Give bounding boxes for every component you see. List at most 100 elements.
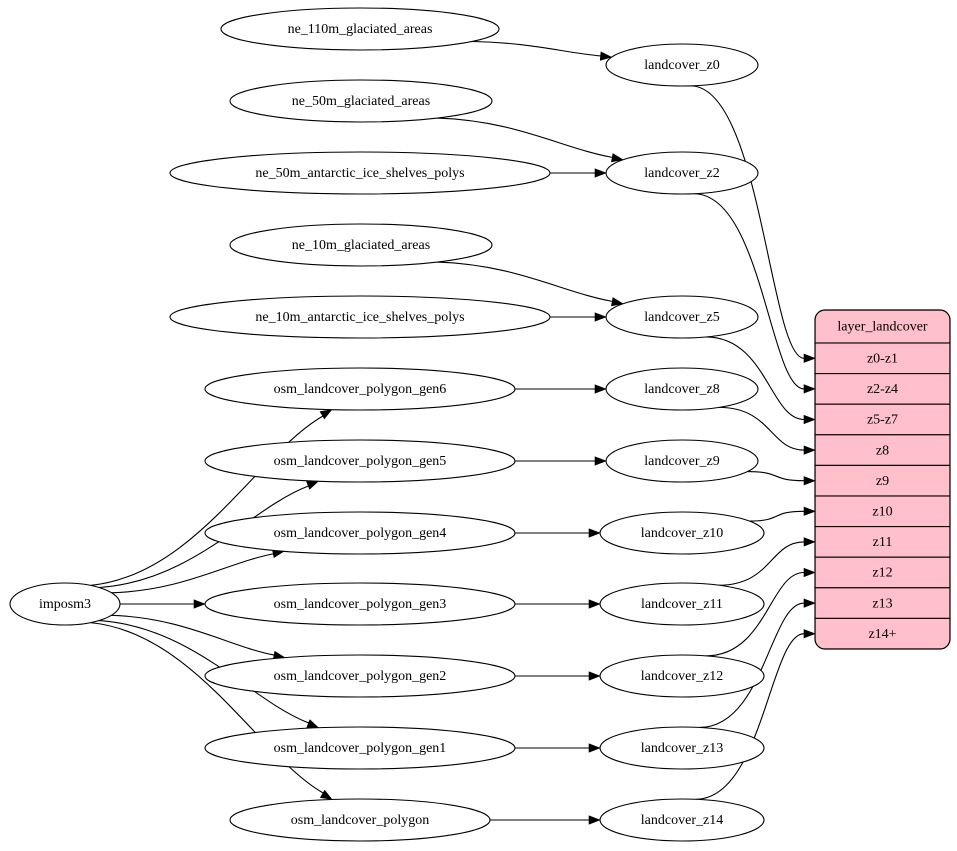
node-label-osm_landcover_polygon_gen6: osm_landcover_polygon_gen6 [274, 382, 447, 397]
node-label-landcover_z12: landcover_z12 [641, 669, 723, 684]
node-landcover_z12[interactable]: landcover_z12 [599, 654, 765, 698]
table-row-z0-z1[interactable] [815, 342, 950, 375]
edge-arrowhead [611, 153, 624, 163]
node-shape-osm_landcover_polygon_gen3 [204, 582, 516, 626]
node-osm_landcover_polygon_gen5[interactable]: osm_landcover_polygon_gen5 [204, 439, 516, 483]
table-row-z9[interactable] [815, 464, 950, 497]
edge-arrowhead [803, 598, 816, 608]
edge-arrowhead [803, 476, 816, 486]
node-shape-imposm3 [9, 582, 121, 626]
node-label-osm_landcover_polygon_gen3: osm_landcover_polygon_gen3 [274, 597, 447, 612]
edge-arrowhead [306, 719, 320, 729]
node-shape-landcover_z9 [605, 439, 759, 483]
node-shape-ne_50m_glaciated_areas [229, 79, 493, 123]
node-label-landcover_z5: landcover_z5 [644, 310, 719, 325]
node-shape-landcover_z0 [605, 43, 759, 87]
edge-arrowhead [803, 353, 816, 363]
table-header-cell[interactable] [815, 310, 950, 344]
table-row-label-z13: z13 [872, 596, 892, 611]
node-shape-osm_landcover_polygon [229, 798, 491, 842]
edge-arrowhead [588, 671, 601, 681]
node-ne_10m_glaciated_areas[interactable]: ne_10m_glaciated_areas [229, 223, 493, 267]
edge-imposm3-to-osm_landcover_polygon_gen4 [111, 553, 274, 594]
table-row-label-z10: z10 [872, 505, 892, 520]
node-osm_landcover_polygon_gen1[interactable]: osm_landcover_polygon_gen1 [204, 726, 516, 770]
node-label-landcover_z8: landcover_z8 [644, 382, 719, 397]
table-row-z14+[interactable] [815, 617, 950, 649]
node-osm_landcover_polygon_gen4[interactable]: osm_landcover_polygon_gen4 [204, 511, 516, 555]
node-landcover_z11[interactable]: landcover_z11 [599, 582, 765, 626]
table-outline [814, 309, 951, 650]
table-row-z8[interactable] [815, 434, 950, 466]
node-label-osm_landcover_polygon_gen1: osm_landcover_polygon_gen1 [274, 741, 447, 756]
node-imposm3[interactable]: imposm3 [9, 582, 121, 626]
node-shape-ne_10m_glaciated_areas [229, 223, 493, 267]
node-ne_10m_antarctic_ice_shelves_polys[interactable]: ne_10m_antarctic_ice_shelves_polys [169, 295, 551, 339]
node-label-landcover_z11: landcover_z11 [641, 597, 723, 612]
edge-arrowhead [803, 537, 816, 547]
node-label-ne_110m_glaciated_areas: ne_110m_glaciated_areas [288, 22, 433, 37]
table-row-label-z5-z7: z5-z7 [867, 413, 898, 428]
edge-arrowhead [803, 506, 816, 516]
node-label-ne_50m_glaciated_areas: ne_50m_glaciated_areas [292, 94, 430, 109]
node-landcover_z10[interactable]: landcover_z10 [599, 511, 765, 555]
edge-arrowhead [803, 445, 816, 455]
node-osm_landcover_polygon_gen3[interactable]: osm_landcover_polygon_gen3 [204, 582, 516, 626]
edge-imposm3-to-osm_landcover_polygon_gen2 [111, 614, 275, 656]
table-row-z11[interactable] [815, 526, 950, 558]
edge-arrowhead [319, 409, 333, 420]
node-landcover_z0[interactable]: landcover_z0 [605, 43, 759, 87]
node-ne_50m_glaciated_areas[interactable]: ne_50m_glaciated_areas [229, 79, 493, 123]
edge-landcover_z13-to-z13 [699, 602, 805, 729]
edge-landcover_z12-to-z12 [705, 571, 805, 657]
node-label-ne_50m_antarctic_ice_shelves_polys: ne_50m_antarctic_ice_shelves_polys [255, 166, 464, 181]
node-label-landcover_z2: landcover_z2 [644, 166, 719, 181]
node-label-ne_10m_glaciated_areas: ne_10m_glaciated_areas [292, 238, 430, 253]
node-label-landcover_z13: landcover_z13 [641, 741, 723, 756]
table-row-label-z0-z1: z0-z1 [867, 352, 898, 367]
node-landcover_z8[interactable]: landcover_z8 [605, 367, 759, 411]
node-shape-landcover_z5 [605, 295, 759, 339]
edge-landcover_z0-to-z0-z1 [690, 85, 805, 359]
edge-arrowhead [306, 480, 320, 490]
table-row-z5-z7[interactable] [815, 403, 950, 436]
node-ne_110m_glaciated_areas[interactable]: ne_110m_glaciated_areas [220, 7, 500, 51]
node-ne_50m_antarctic_ice_shelves_polys[interactable]: ne_50m_antarctic_ice_shelves_polys [169, 151, 551, 195]
node-shape-osm_landcover_polygon_gen5 [204, 439, 516, 483]
table-row-z13[interactable] [815, 587, 950, 619]
node-shape-osm_landcover_polygon_gen2 [204, 654, 516, 698]
edge-landcover_z14-to-z14+ [695, 633, 805, 800]
edge-landcover_z2-to-z2-z4 [693, 193, 805, 390]
node-label-landcover_z10: landcover_z10 [641, 526, 723, 541]
node-shape-landcover_z13 [599, 726, 765, 770]
edge-imposm3-to-osm_landcover_polygon [90, 622, 324, 794]
table-row-label-z9: z9 [876, 474, 889, 489]
node-label-osm_landcover_polygon_gen4: osm_landcover_polygon_gen4 [274, 526, 447, 541]
node-shape-landcover_z14 [599, 798, 765, 842]
edge-landcover_z10-to-z10 [749, 510, 805, 522]
nodes-layer: imposm3 ne_110m_glaciated_areas ne_50m_gla… [9, 7, 765, 842]
edge-arrowhead [588, 743, 601, 753]
edge-arrowhead [193, 599, 206, 609]
table-row-label-z12: z12 [872, 566, 892, 581]
node-landcover_z13[interactable]: landcover_z13 [599, 726, 765, 770]
node-landcover_z14[interactable]: landcover_z14 [599, 798, 765, 842]
node-landcover_z9[interactable]: landcover_z9 [605, 439, 759, 483]
node-landcover_z2[interactable]: landcover_z2 [605, 151, 759, 195]
node-label-osm_landcover_polygon: osm_landcover_polygon [291, 813, 429, 828]
node-osm_landcover_polygon_gen6[interactable]: osm_landcover_polygon_gen6 [204, 367, 516, 411]
node-osm_landcover_polygon[interactable]: osm_landcover_polygon [229, 798, 491, 842]
node-osm_landcover_polygon_gen2[interactable]: osm_landcover_polygon_gen2 [204, 654, 516, 698]
edge-arrowhead [588, 528, 601, 538]
edge-arrowhead [588, 815, 601, 825]
node-landcover_z5[interactable]: landcover_z5 [605, 295, 759, 339]
node-label-imposm3: imposm3 [39, 597, 91, 612]
edge-landcover_z11-to-z11 [718, 541, 805, 586]
node-shape-osm_landcover_polygon_gen1 [204, 726, 516, 770]
node-label-landcover_z14: landcover_z14 [641, 813, 723, 828]
table-row-label-z2-z4: z2-z4 [867, 382, 898, 397]
edge-arrowhead [594, 312, 607, 322]
node-label-osm_landcover_polygon_gen5: osm_landcover_polygon_gen5 [274, 454, 447, 469]
layer-landcover-table: layer_landcoverz0-z1z2-z4z5-z7z8z9z10z11… [814, 309, 951, 650]
